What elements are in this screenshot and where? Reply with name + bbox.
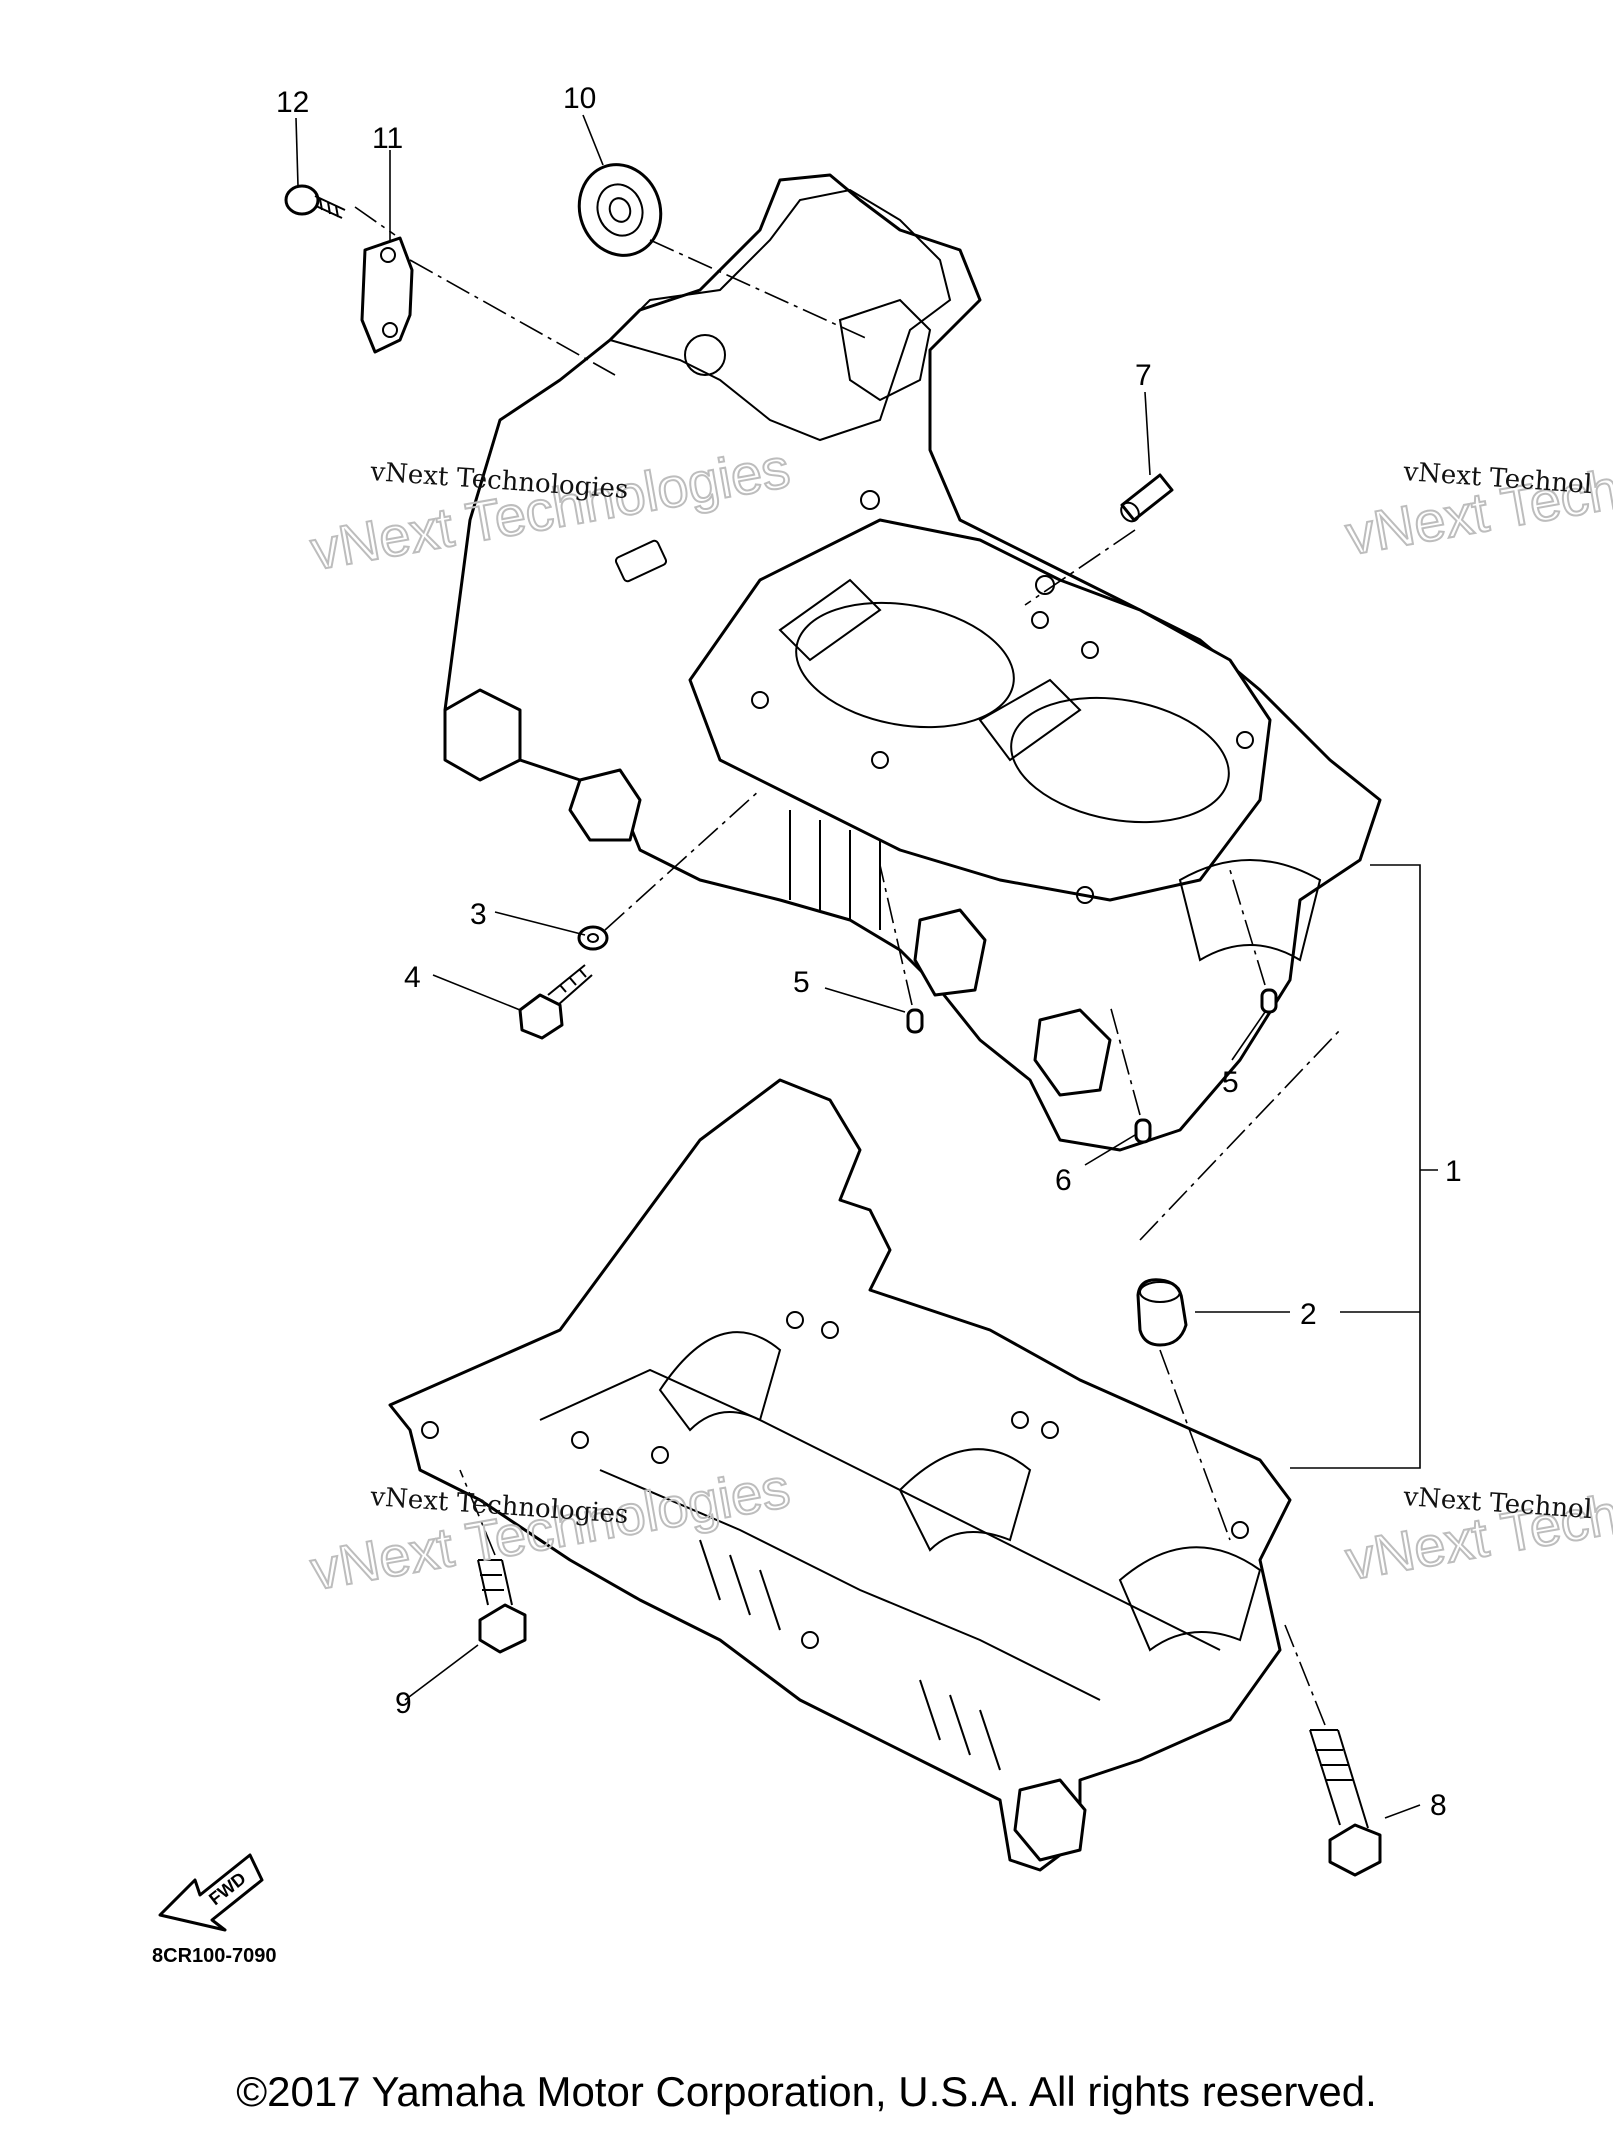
callout-leaders (295, 114, 1438, 1819)
diagram-code: 8CR100-7090 (152, 1945, 277, 1967)
callout-3: 3 (470, 898, 487, 931)
callout-1: 1 (1445, 1155, 1462, 1188)
copyright-footer: ©2017 Yamaha Motor Corporation, U.S.A. A… (236, 2068, 1377, 2115)
callout-6: 6 (1055, 1164, 1072, 1197)
callout-12: 12 (276, 86, 309, 119)
callout-11: 11 (372, 122, 403, 155)
dowel-part-5-left (906, 1008, 924, 1034)
callout-9: 9 (395, 1687, 412, 1720)
dowel-part-6 (1134, 1118, 1152, 1144)
dowel-part-5-right (1260, 988, 1278, 1014)
callout-5-left: 5 (793, 966, 810, 999)
bolt-part-9 (477, 1559, 527, 1654)
plate-part-11 (360, 236, 414, 354)
plug-part-2 (1136, 1278, 1188, 1347)
callout-5-right: 5 (1222, 1066, 1239, 1099)
callout-10: 10 (563, 82, 596, 115)
bolt-part-8 (1309, 1729, 1382, 1877)
callout-2: 2 (1300, 1298, 1317, 1331)
pin-part-7 (1120, 473, 1174, 523)
lower-crankcase-drawing (388, 1078, 1292, 1872)
bolt-part-4 (518, 964, 593, 1040)
fwd-arrow-icon: FWD (158, 1853, 264, 1932)
callout-8: 8 (1430, 1789, 1447, 1822)
watermark-big-4: vNext Technolo (1341, 1463, 1613, 1591)
callout-4: 4 (404, 961, 421, 994)
watermark-big-2: vNext Technolo (1341, 438, 1613, 566)
callout-7: 7 (1135, 359, 1152, 392)
washer-part-3 (577, 925, 609, 951)
upper-crankcase-drawing (443, 173, 1382, 1152)
screw-part-12 (284, 184, 346, 219)
bearing-part-10 (577, 163, 663, 257)
